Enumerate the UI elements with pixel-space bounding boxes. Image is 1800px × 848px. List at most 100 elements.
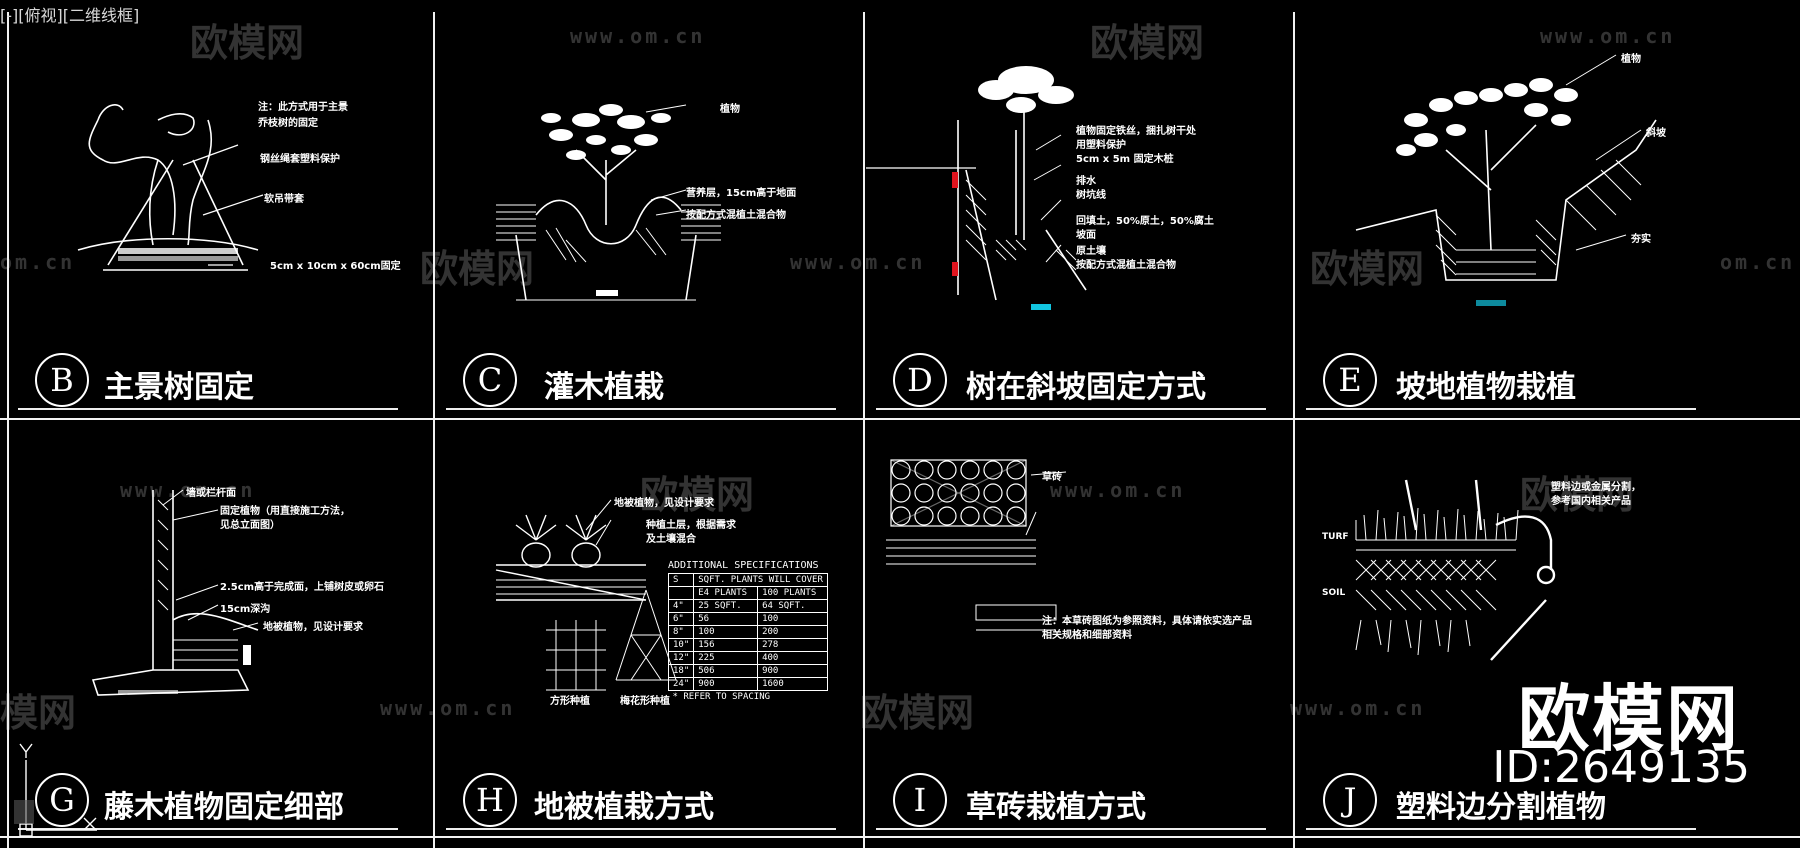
watermark-url: om.cn	[1720, 250, 1796, 274]
title-underline	[1306, 408, 1696, 410]
annotation: 用塑料保护	[1076, 140, 1126, 151]
grid-line	[7, 12, 9, 848]
detail-title: 坡地植物栽植	[1396, 370, 1576, 405]
panel-d: 植物固定铁丝，捆扎树干处 用塑料保护 5cm x 5m 固定木桩 排水 树坑线 …	[866, 0, 1296, 418]
detail-id-circle: H	[463, 773, 517, 827]
grid-line	[1293, 12, 1295, 848]
title-underline	[1306, 828, 1696, 830]
annotation: TURF	[1322, 532, 1349, 542]
annotation: 梅花形种植	[620, 696, 670, 707]
detail-title: 主景树固定	[104, 370, 254, 405]
table-row: 8" 100 200	[667, 625, 828, 639]
annotation: 树坑线	[1076, 190, 1106, 201]
detail-id-circle: C	[463, 353, 517, 407]
table-row: 6" 56 100	[667, 612, 828, 626]
panel-i: 草砖 注：本草砖图纸为参照资料，具体请依实选产品 相关规格和细部资料 I 草砖栽…	[866, 420, 1296, 838]
annotation: 固定植物（用直接施工方法，	[220, 506, 350, 517]
annotation: 注：此方式用于主景	[258, 102, 348, 113]
panel-h: 地被植物，见设计要求 种植土层，根据需求 及土壤混合 方形种植 梅花形种植 AD…	[436, 420, 866, 838]
table-cell: 156	[693, 638, 759, 652]
detail-id-circle: D	[893, 353, 947, 407]
viewport-label[interactable]: [-][俯视][二维线框]	[0, 6, 140, 25]
annotation: 按配方式混植土混合物	[686, 210, 786, 221]
annotation: 参考国内相关产品	[1551, 496, 1631, 507]
annotation: 植物固定铁丝，捆扎树干处	[1076, 126, 1196, 137]
title-underline	[18, 408, 398, 410]
table-cell: 100	[693, 625, 759, 639]
grid-line	[0, 418, 1800, 420]
annotation: 种植土层，根据需求	[646, 520, 736, 531]
annotation: 钢丝绳套塑料保护	[260, 154, 340, 165]
detail-id-circle: J	[1323, 773, 1377, 827]
watermark-url: www.om.cn	[1540, 24, 1676, 48]
table-cell: 18"	[667, 664, 695, 678]
panel-c: 植物 营养层，15cm高于地面 按配方式混植土混合物 C 灌木植栽	[436, 0, 866, 418]
table-cell: 24"	[667, 677, 695, 691]
table-cell: 400	[757, 651, 828, 665]
annotation: 原土壤	[1076, 246, 1106, 257]
annotation: 营养层，15cm高于地面	[686, 188, 797, 199]
brand-id: ID:2649135	[1492, 742, 1750, 793]
annotation: 软吊带套	[264, 194, 304, 205]
detail-id-circle: B	[35, 353, 89, 407]
annotation: 见总立面图）	[220, 520, 280, 531]
watermark-url: www.om.cn	[790, 250, 926, 274]
table-cell: 8"	[667, 625, 695, 639]
title-underline	[876, 828, 1266, 830]
annotation: 按配方式混植土混合物	[1076, 260, 1176, 271]
table-row: 12" 225 400	[667, 651, 828, 665]
annotation: 植物	[720, 104, 740, 115]
annotation: 方形种植	[550, 696, 590, 707]
grid-line	[863, 12, 865, 848]
title-underline	[446, 828, 836, 830]
detail-id-circle: G	[35, 773, 89, 827]
table-cell: 278	[757, 638, 828, 652]
title-underline	[876, 408, 1266, 410]
annotation: 回填土，50%原土，50%腐土	[1076, 216, 1214, 227]
annotation: 2.5cm高于完成面，上铺树皮或卵石	[220, 582, 385, 593]
annotation: 坡面	[1076, 230, 1096, 241]
annotation: 植物	[1621, 54, 1641, 65]
annotation: 排水	[1076, 176, 1096, 187]
panel-g: 墙或栏杆面 固定植物（用直接施工方法， 见总立面图） 2.5cm高于完成面，上铺…	[8, 420, 438, 838]
watermark-brand: 欧模网	[640, 473, 755, 517]
spec-table-title: ADDITIONAL SPECIFICATIONS	[668, 560, 819, 571]
annotation: 5cm x 5m 固定木桩	[1076, 154, 1174, 165]
watermark-brand: 欧模网	[860, 691, 975, 735]
title-underline	[18, 828, 398, 830]
detail-title: 藤木植物固定细部	[104, 790, 344, 825]
watermark-url: www.om.cn	[1290, 696, 1426, 720]
grid-line	[433, 12, 435, 848]
watermark-brand: 模网	[0, 691, 77, 735]
detail-id-circle: E	[1323, 353, 1377, 407]
watermark-brand: 欧模网	[1090, 21, 1205, 65]
table-cell: 10"	[667, 638, 695, 652]
detail-title: 树在斜坡固定方式	[966, 370, 1206, 405]
watermark-url: www.om.cn	[380, 696, 516, 720]
table-row: 10" 156 278	[667, 638, 828, 652]
table-header	[667, 586, 695, 600]
annotation: 草砖	[1042, 472, 1062, 483]
spec-table: ADDITIONAL SPECIFICATIONS S SQFT. PLANTS…	[667, 560, 828, 703]
shrub-planting-drawing	[496, 104, 721, 301]
table-cell: 25 SQFT.	[693, 599, 759, 613]
vine-anchoring-drawing	[91, 489, 259, 696]
spec-footnote: * REFER TO SPACING	[672, 692, 771, 702]
table-cell: 900	[693, 677, 759, 691]
panel-j: 塑料边或金属分割， 参考国内相关产品 TURF SOIL J 塑料边分割植物	[1296, 420, 1726, 838]
groundcover-planting-drawing	[495, 499, 677, 691]
grass-paver-drawing	[886, 459, 1067, 631]
panel-e: 植物 斜坡 夯实 E 坡地植物栽植	[1296, 0, 1726, 418]
watermark-brand: 欧模网	[1520, 473, 1635, 517]
annotation: 及土壤混合	[646, 534, 696, 545]
grid-line	[0, 836, 1800, 838]
detail-id-circle: I	[893, 773, 947, 827]
watermark-brand: 欧模网	[420, 247, 535, 291]
plastic-edging-drawing	[1355, 479, 1556, 661]
detail-title: 地被植栽方式	[534, 790, 714, 825]
watermark-url: om.cn	[0, 250, 76, 274]
title-underline	[446, 408, 836, 410]
table-cell: 225	[693, 651, 759, 665]
annotation: 地被植物，见设计要求	[614, 498, 714, 509]
